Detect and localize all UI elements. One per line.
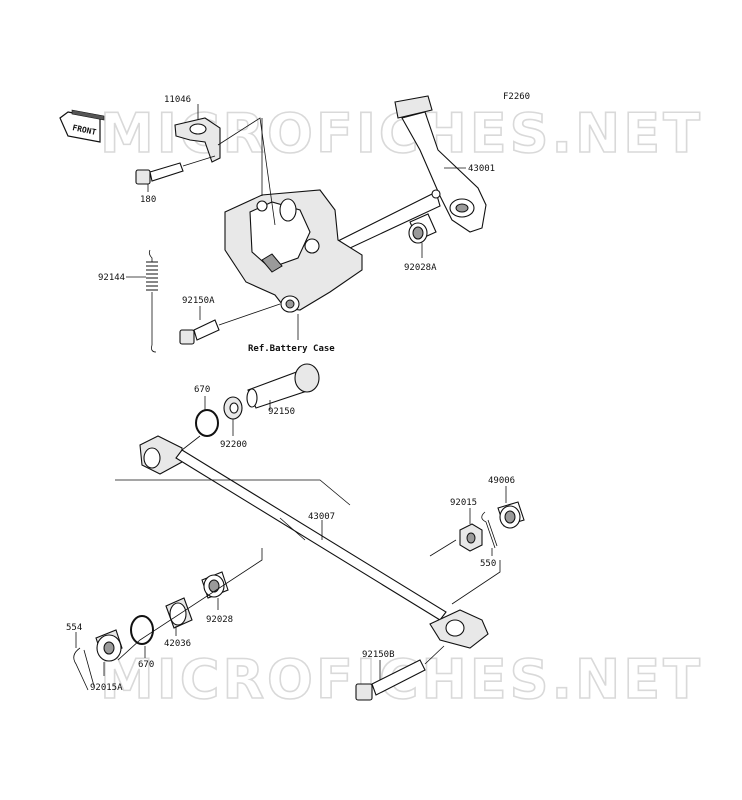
- part-label-43007: 43007: [308, 512, 335, 522]
- part-label-554: 554: [66, 623, 82, 633]
- part-label-92150B: 92150B: [362, 650, 395, 660]
- reference-note: Ref.Battery Case: [248, 344, 335, 354]
- part-label-92144: 92144: [98, 273, 125, 283]
- main-bracket[interactable]: [224, 189, 363, 313]
- front-arrow-icon: FRONT: [59, 109, 105, 143]
- part-label-92015A: 92015A: [90, 683, 123, 693]
- part-label-92028: 92028: [206, 615, 233, 625]
- part-label-670-upper: 670: [194, 385, 210, 395]
- part-11046-clip[interactable]: [174, 117, 221, 163]
- part-42036-bushing[interactable]: [165, 597, 193, 629]
- part-label-92015: 92015: [450, 498, 477, 508]
- part-554-pin[interactable]: [73, 647, 95, 691]
- part-92028A-bushing[interactable]: [408, 213, 437, 244]
- part-550-cotter-pin[interactable]: [481, 511, 498, 549]
- part-92015A-collar[interactable]: [95, 629, 123, 662]
- part-92150A-bolt[interactable]: [179, 319, 220, 345]
- part-670-oring-lower[interactable]: [130, 615, 154, 645]
- part-43007-rod[interactable]: [139, 435, 489, 649]
- part-label-43001: 43001: [468, 164, 495, 174]
- part-label-670-lower: 670: [138, 660, 154, 670]
- part-92150-pivot-bolt[interactable]: [246, 363, 320, 409]
- part-label-180: 180: [140, 195, 156, 205]
- part-label-92150: 92150: [268, 407, 295, 417]
- part-180-bolt[interactable]: [135, 162, 184, 185]
- part-label-550: 550: [480, 559, 496, 569]
- part-label-49006: 49006: [488, 476, 515, 486]
- part-92015-nut[interactable]: [459, 523, 483, 552]
- part-43001-brake-pedal[interactable]: [319, 95, 487, 263]
- part-label-92028A: 92028A: [404, 263, 437, 273]
- part-92028-bushing[interactable]: [201, 571, 229, 599]
- part-92200-washer[interactable]: [223, 396, 243, 420]
- part-92144-spring[interactable]: [146, 249, 158, 353]
- part-label-11046: 11046: [164, 95, 191, 105]
- figure-code: F2260: [503, 92, 530, 102]
- part-label-92150A: 92150A: [182, 296, 215, 306]
- part-92150B-bolt[interactable]: [355, 659, 426, 701]
- part-670-oring-upper[interactable]: [195, 409, 219, 437]
- part-label-42036: 42036: [164, 639, 191, 649]
- part-label-92200: 92200: [220, 440, 247, 450]
- part-49006-cap[interactable]: [497, 501, 525, 529]
